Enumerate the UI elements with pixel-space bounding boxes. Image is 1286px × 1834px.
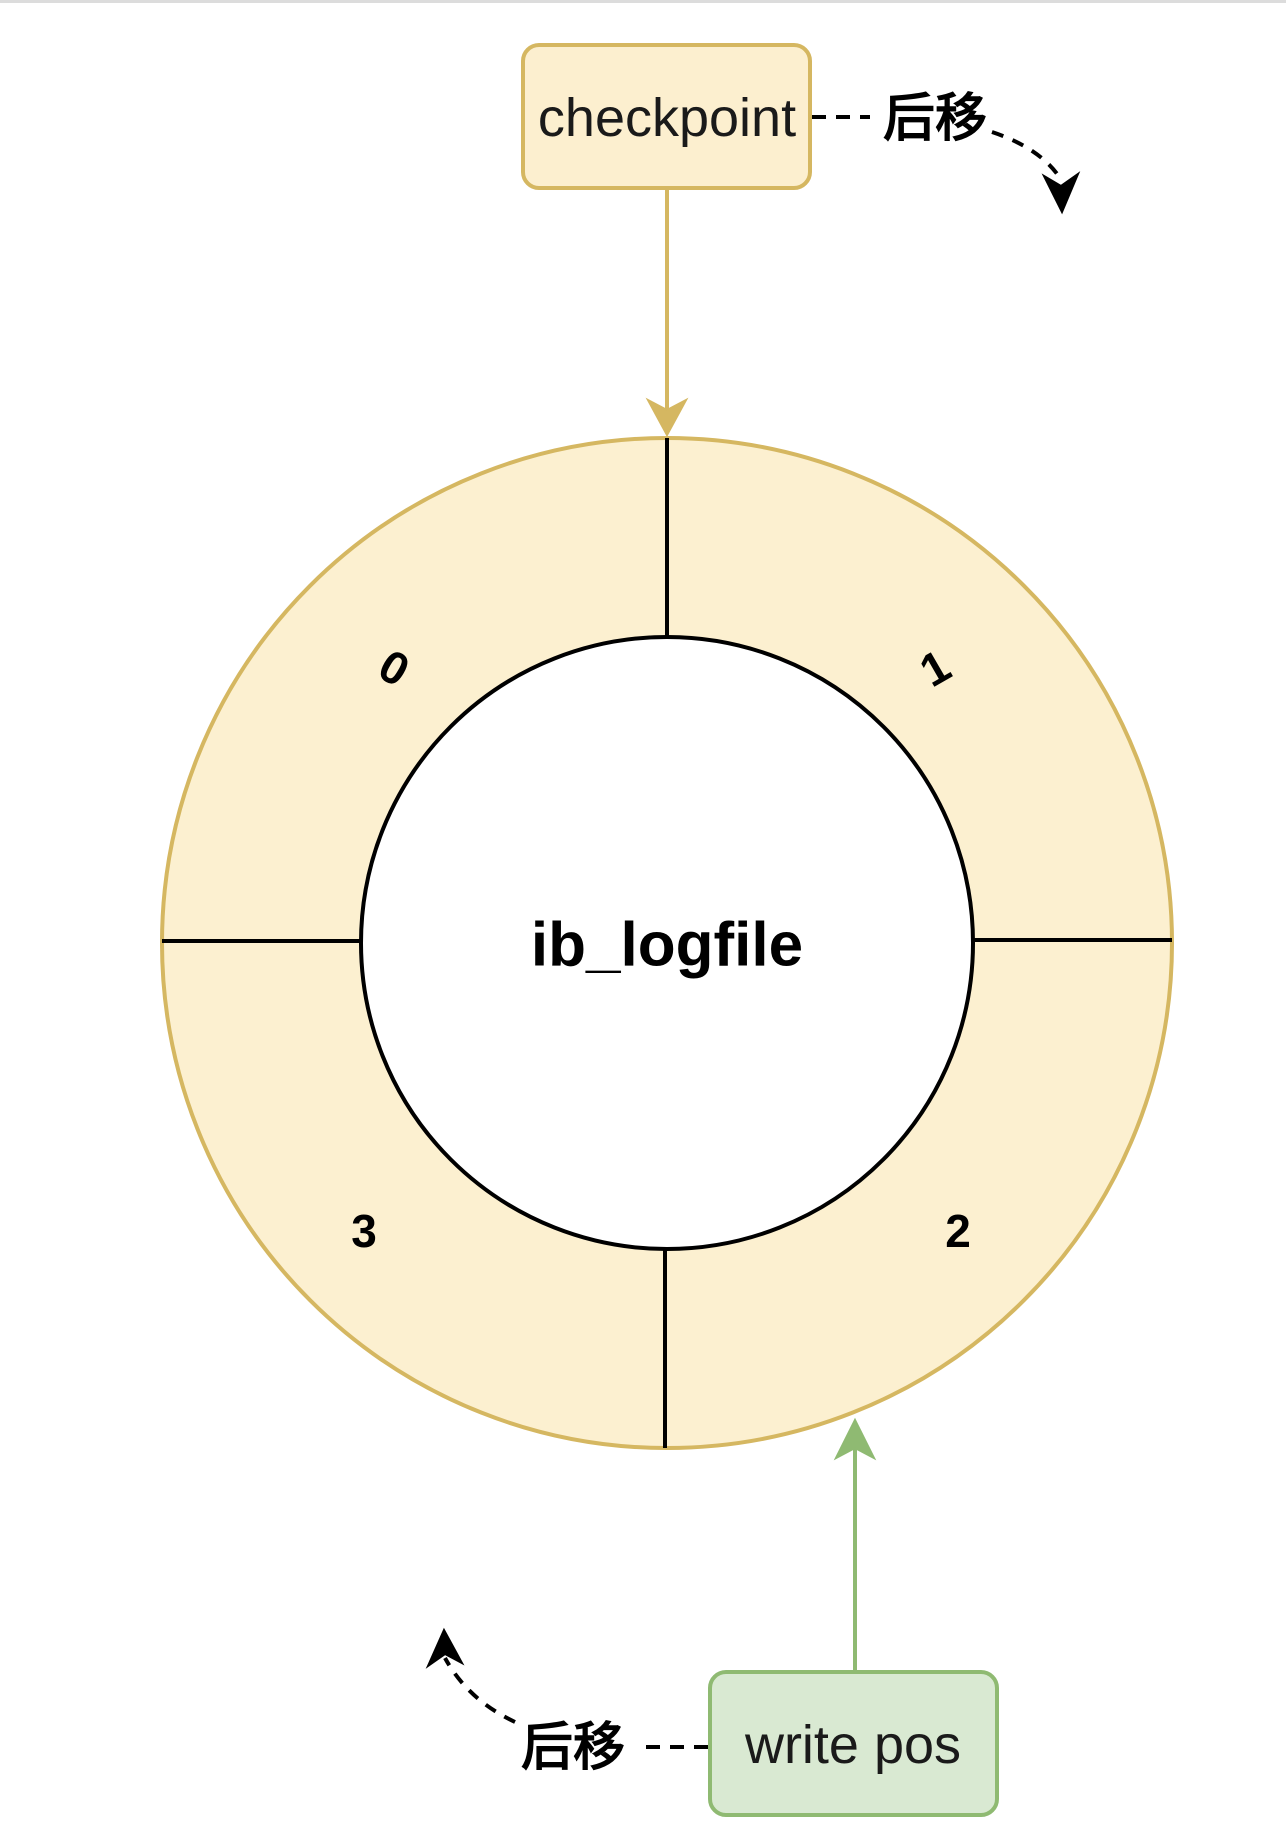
write-pos-move-arrowhead [425, 1627, 465, 1669]
checkpoint-move-curve [991, 130, 1062, 180]
center-label: ib_logfile [531, 911, 803, 980]
write-pos-label: write pos [744, 1715, 961, 1775]
write-pos-move-label: 后移 [521, 1718, 625, 1778]
segment-label-3: 3 [351, 1205, 377, 1257]
write-pos-pointer-arrowhead [833, 1417, 877, 1461]
write-pos-move-curve [443, 1657, 516, 1724]
checkpoint-move-label: 后移 [883, 89, 987, 149]
top-border-line [0, 0, 1286, 3]
checkpoint-move-arrowhead [1041, 171, 1081, 215]
checkpoint-label: checkpoint [538, 88, 796, 148]
write-pos-box[interactable] [708, 1670, 999, 1817]
checkpoint-box[interactable] [521, 43, 812, 190]
checkpoint-pointer-arrowhead [645, 397, 689, 438]
segment-label-2: 2 [945, 1205, 971, 1257]
